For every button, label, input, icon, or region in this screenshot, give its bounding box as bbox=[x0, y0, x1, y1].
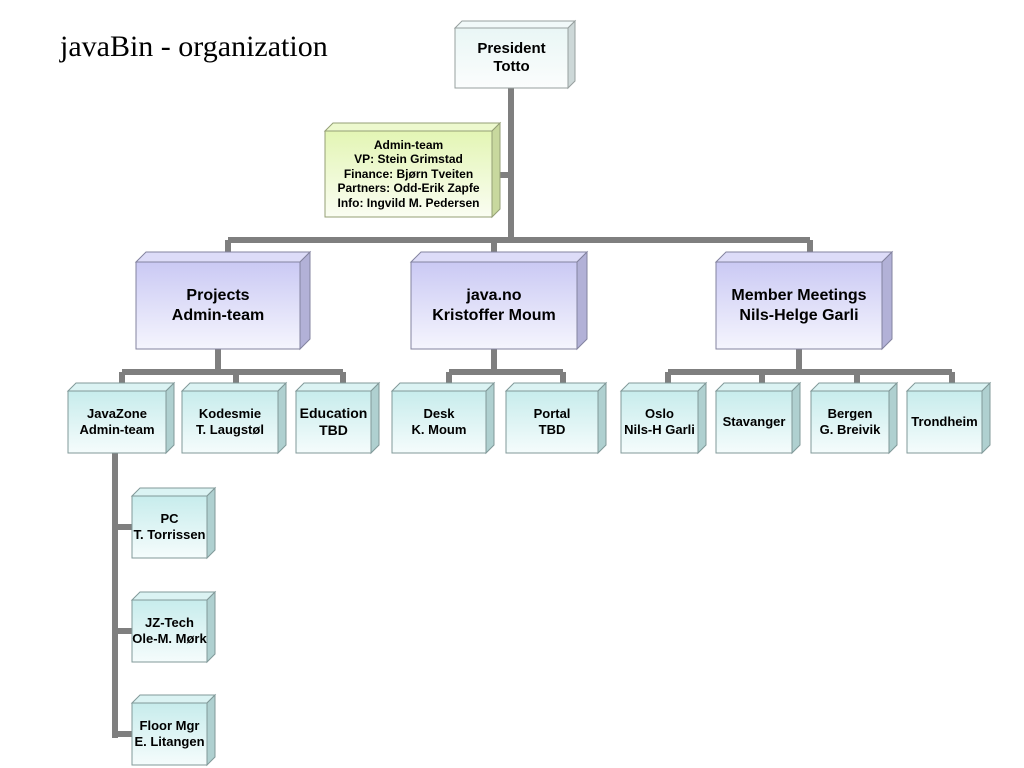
node-text-line: JavaZone bbox=[87, 406, 147, 422]
node-text-line: Totto bbox=[493, 58, 530, 75]
box-3d-shape bbox=[409, 250, 589, 351]
node-text-line: JZ-Tech bbox=[145, 615, 194, 631]
node-text-line: VP: Stein Grimstad bbox=[354, 152, 463, 167]
node-text-line: PC bbox=[160, 511, 179, 527]
node-text-line: Admin-team bbox=[373, 138, 444, 153]
node-text-line: T. Laugstøl bbox=[196, 422, 264, 437]
box-3d-shape bbox=[453, 19, 577, 90]
node-text-line: Ole-M. Mørk bbox=[132, 631, 207, 646]
node-text-line: Nils-H Garli bbox=[624, 422, 695, 437]
box-3d-shape bbox=[504, 381, 608, 455]
box-3d-shape bbox=[130, 693, 217, 767]
node-text-line: Admin-team bbox=[171, 306, 265, 324]
box-3d-shape bbox=[130, 590, 217, 664]
box-3d-shape bbox=[180, 381, 288, 455]
box-3d-shape bbox=[714, 250, 894, 351]
box-3d-shape bbox=[809, 381, 899, 455]
node-text-line: Portal bbox=[533, 406, 571, 422]
node-text-line: TBD bbox=[319, 422, 348, 438]
box-3d-shape bbox=[714, 381, 802, 455]
node-text-line: Member Meetings bbox=[731, 287, 867, 305]
node-text-line: Kristoffer Moum bbox=[432, 306, 556, 324]
box-3d-shape bbox=[619, 381, 708, 455]
node-text-line: Info: Ingvild M. Pedersen bbox=[337, 195, 480, 210]
node-text-line: Floor Mgr bbox=[139, 718, 200, 734]
node-text-line: G. Breivik bbox=[819, 422, 881, 437]
node-text-line: K. Moum bbox=[411, 422, 467, 437]
node-stavanger: Stavanger bbox=[714, 381, 802, 455]
node-text-line: Kodesmie bbox=[198, 406, 262, 422]
node-text-line: Partners: Odd-Erik Zapfe bbox=[337, 181, 480, 196]
box-3d-shape bbox=[134, 250, 312, 351]
node-text-line: President bbox=[477, 40, 546, 57]
box-3d-shape bbox=[130, 486, 217, 560]
node-text-line: Projects bbox=[186, 287, 250, 305]
node-text-line: Nils-Helge Garli bbox=[739, 306, 859, 324]
node-text-line: Bergen bbox=[827, 406, 873, 422]
node-trondheim: Trondheim bbox=[905, 381, 992, 455]
node-text-line: E. Litangen bbox=[134, 734, 205, 749]
node-text-line: T. Torrissen bbox=[133, 527, 206, 542]
node-text-line: Admin-team bbox=[79, 422, 155, 437]
node-text-line: java.no bbox=[466, 287, 522, 305]
node-text-line: TBD bbox=[538, 422, 566, 437]
box-3d-shape bbox=[294, 381, 381, 455]
box-3d-shape bbox=[390, 381, 496, 455]
node-text-line: Oslo bbox=[645, 406, 674, 422]
node-text-line: Education bbox=[299, 405, 368, 422]
page-title: javaBin - organization bbox=[60, 30, 328, 63]
node-text-line: Finance: Bjørn Tveiten bbox=[343, 166, 474, 181]
node-text-line: Trondheim bbox=[911, 414, 978, 430]
node-text-line: Stavanger bbox=[722, 414, 786, 430]
box-3d-shape bbox=[323, 121, 502, 219]
box-3d-shape bbox=[905, 381, 992, 455]
box-3d-shape bbox=[66, 381, 176, 455]
node-text-line: Desk bbox=[423, 406, 455, 422]
